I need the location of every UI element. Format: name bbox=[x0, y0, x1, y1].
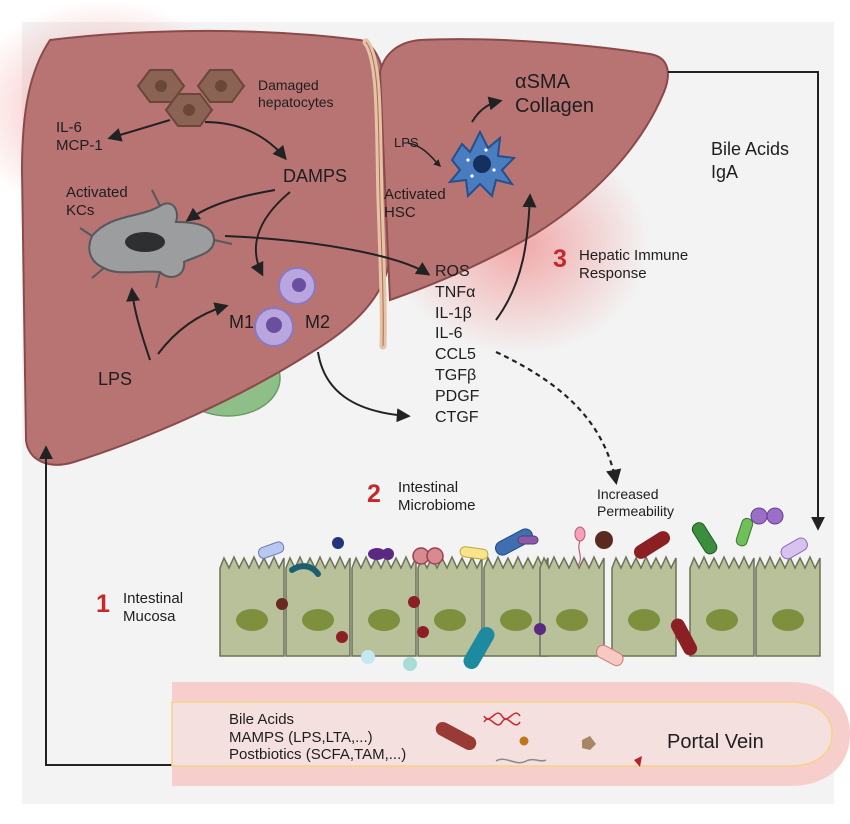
increased-permeability-label: Increased Permeability bbox=[597, 486, 675, 519]
damaged-hepatocytes-label: Damaged hepatocytes bbox=[258, 77, 334, 110]
bile-export-label: Bile Acids IgA bbox=[711, 139, 790, 183]
asma-collagen-label: αSMA Collagen bbox=[515, 71, 594, 117]
step-1-label: Intestinal Mucosa bbox=[123, 590, 184, 625]
activated-kcs-label: Activated KCs bbox=[66, 184, 128, 219]
lps-label-right: LPS bbox=[394, 135, 419, 150]
mediator-list: ROS TNFα IL-1β IL-6 CCL5 TGFβ PDGF CTGF bbox=[435, 263, 480, 426]
hepatic-stellate-cell-icon bbox=[447, 129, 517, 199]
cytokine-label: IL-6 MCP-1 bbox=[56, 119, 103, 154]
enterocyte-nuclei bbox=[236, 609, 804, 631]
portal-vein-contents bbox=[435, 712, 642, 767]
bile-export-line bbox=[668, 71, 825, 531]
step-3-label: Hepatic Immune Response bbox=[579, 247, 689, 282]
portal-vein-title: Portal Vein bbox=[667, 731, 764, 753]
portal-return-line bbox=[39, 445, 214, 766]
m2-label: M2 bbox=[305, 312, 331, 332]
activated-hsc-label: Activated HSC bbox=[384, 186, 446, 221]
falciform-ligament-edge bbox=[365, 41, 384, 347]
intestinal-epithelium bbox=[219, 555, 821, 657]
permeability-arrow bbox=[495, 351, 622, 486]
step-2-label: Intestinal Microbiome bbox=[398, 479, 476, 514]
step-1-number: 1 bbox=[96, 590, 110, 618]
liver-right-lobe bbox=[378, 38, 669, 302]
portal-vein-lumen bbox=[171, 701, 833, 767]
m1-m2-macrophage-icon bbox=[254, 267, 316, 347]
liver-pathway-arrows bbox=[107, 96, 537, 423]
step-3-number: 3 bbox=[553, 245, 567, 273]
portal-vein-contents-label: Bile Acids MAMPS (LPS,LTA,...) Postbioti… bbox=[229, 711, 407, 764]
damps-label: DAMPS bbox=[283, 166, 348, 186]
damaged-hepatocytes-icon bbox=[136, 69, 246, 127]
lps-label-left: LPS bbox=[98, 369, 133, 389]
step-2-number: 2 bbox=[367, 480, 381, 508]
m1-label: M1 bbox=[229, 312, 255, 332]
microbiome-bacteria bbox=[257, 507, 808, 671]
kupffer-cell-icon bbox=[79, 189, 233, 289]
